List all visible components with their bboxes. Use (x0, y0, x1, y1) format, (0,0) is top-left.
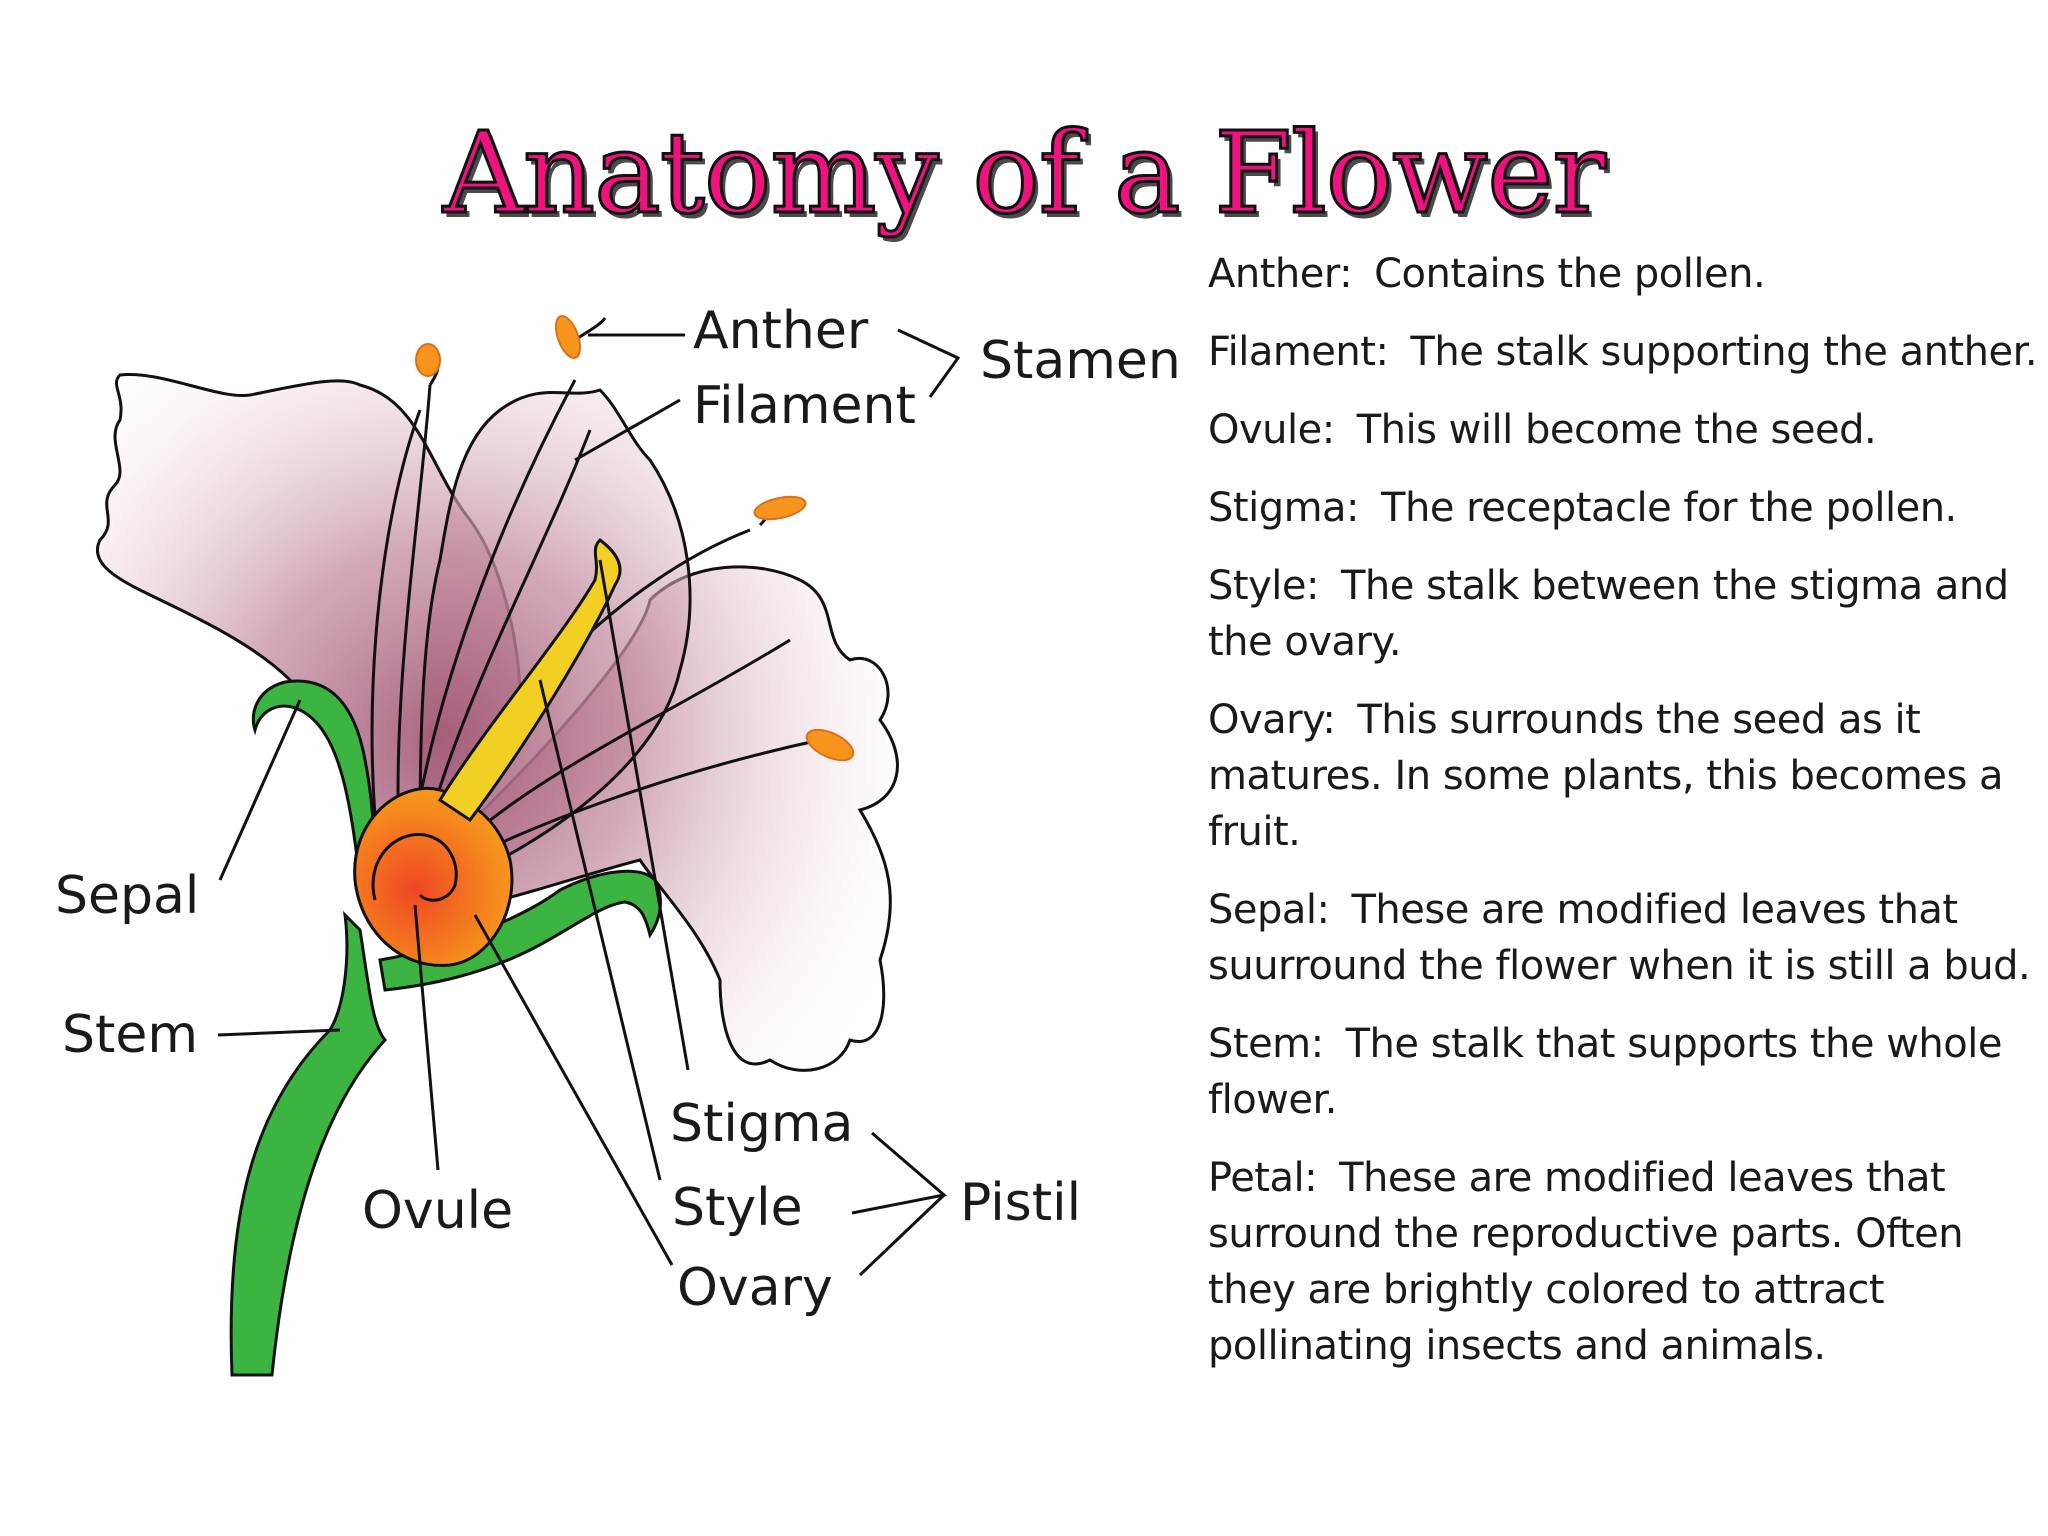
label-stem: Stem (62, 1005, 198, 1065)
label-pistil: Pistil (960, 1173, 1081, 1233)
label-anther: Anther (693, 301, 869, 361)
label-ovule: Ovule (362, 1181, 513, 1241)
label-ovary: Ovary (677, 1258, 833, 1318)
definition-sepal: Sepal:These are modified leaves that suu… (1208, 882, 2038, 994)
definitions-list: Anther:Contains the pollen. Filament:The… (1208, 246, 2038, 1396)
definition-style: Style:The stalk between the stigma and t… (1208, 558, 2038, 670)
label-sepal: Sepal (55, 866, 199, 926)
definition-ovule: Ovule:This will become the seed. (1208, 402, 2038, 458)
definition-stem: Stem:The stalk that supports the whole f… (1208, 1016, 2038, 1128)
flower-diagram: Anther Filament Stamen Sepal Stem Ovule … (0, 0, 1200, 1536)
label-stamen: Stamen (980, 331, 1181, 391)
definition-stigma: Stigma:The receptacle for the pollen. (1208, 480, 2038, 536)
pistil-bracket (852, 1133, 944, 1275)
stem-shape (231, 915, 385, 1375)
label-filament: Filament (693, 376, 916, 436)
definition-anther: Anther:Contains the pollen. (1208, 246, 2038, 302)
definition-petal: Petal:These are modified leaves that sur… (1208, 1150, 2038, 1374)
anther-shape (416, 344, 440, 376)
definition-ovary: Ovary:This surrounds the seed as it matu… (1208, 692, 2038, 860)
label-style: Style (672, 1178, 803, 1238)
label-stigma: Stigma (670, 1094, 853, 1154)
anther-shape (752, 493, 807, 523)
definition-filament: Filament:The stalk supporting the anther… (1208, 324, 2038, 380)
